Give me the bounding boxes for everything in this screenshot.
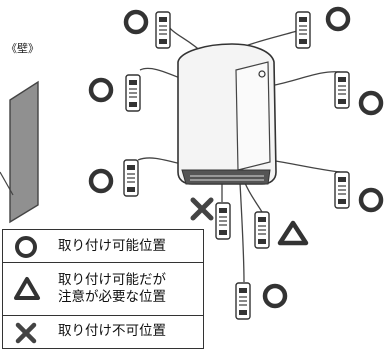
- circle-icon: [325, 6, 351, 32]
- circle-icon: [15, 236, 37, 258]
- circle-icon: [88, 77, 114, 103]
- circle-icon: [123, 9, 149, 35]
- legend-caution-text-line2: 注意が必要な位置: [58, 289, 166, 305]
- remote-top-left: [155, 11, 171, 49]
- triangle-icon: [277, 220, 309, 246]
- wall: [0, 80, 39, 224]
- circle-icon: [262, 283, 288, 309]
- cross-icon: [15, 322, 37, 344]
- legend-row-possible: 取り付け可能位置: [3, 230, 203, 263]
- remote-bottom-left: [215, 202, 231, 240]
- legend-caution-text-line1: 取り付け可能だが: [58, 272, 166, 288]
- remote-lower-left: [123, 159, 139, 197]
- heater: [177, 43, 277, 185]
- circle-icon: [358, 187, 384, 213]
- legend-possible-text: 取り付け可能位置: [58, 238, 166, 254]
- remote-bottom-center: [254, 211, 270, 249]
- circle-icon: [358, 90, 384, 116]
- remote-lower-right: [334, 171, 350, 209]
- remote-upper-left: [125, 74, 141, 112]
- circle-icon: [88, 168, 114, 194]
- triangle-icon: [14, 277, 40, 300]
- wall-label: 《壁》: [6, 42, 39, 55]
- remote-top-right: [295, 11, 311, 49]
- legend-impossible-text: 取り付け不可位置: [58, 323, 166, 339]
- legend-row-impossible: 取り付け不可位置: [3, 316, 203, 348]
- remote-upper-right: [334, 71, 350, 109]
- cross-icon: [190, 197, 214, 221]
- remote-bottom: [235, 282, 251, 320]
- legend-row-caution: 取り付け可能だが 注意が必要な位置: [3, 263, 203, 316]
- legend: 取り付け可能位置 取り付け可能だが 注意が必要な位置 取り付け不可位置: [2, 229, 204, 349]
